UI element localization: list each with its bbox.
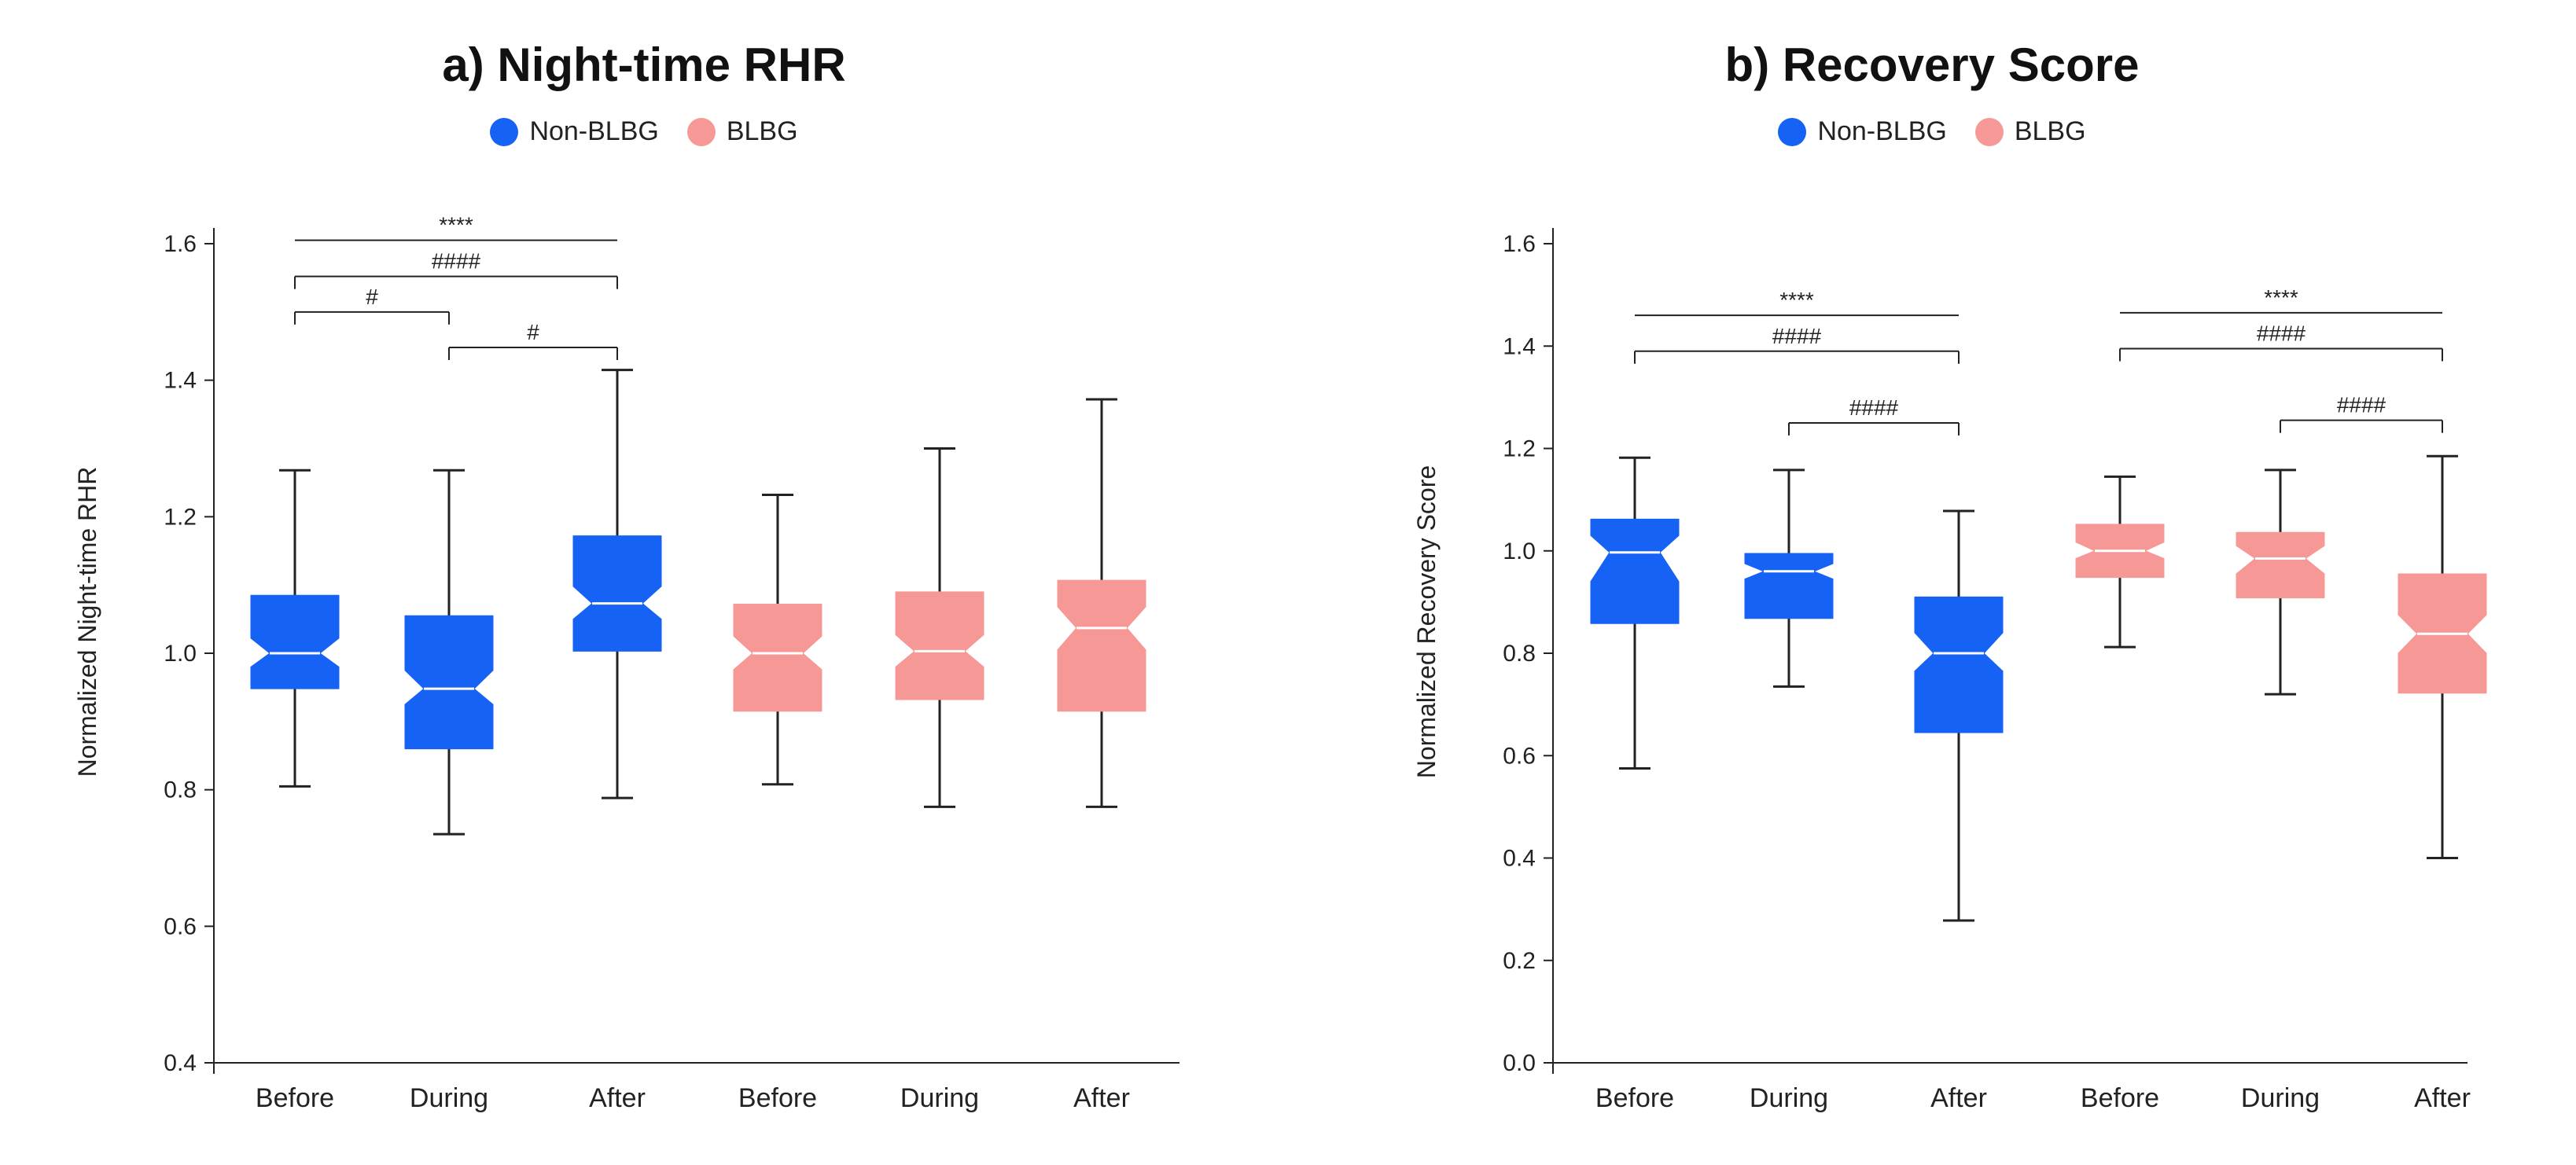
box-body	[1914, 596, 2004, 733]
significance-label: ####	[1849, 395, 1899, 420]
x-tick-label: After	[1930, 1083, 1987, 1113]
y-tick-label: 0.0	[1503, 1050, 1536, 1076]
box-body	[1744, 553, 1834, 619]
legend-label-non-blbg: Non-BLBG	[529, 116, 659, 146]
box-body	[1057, 579, 1146, 712]
box-non-blbg-before	[250, 469, 340, 788]
significance-bracket: ####	[1788, 395, 1960, 435]
y-tick-label: 1.0	[1503, 538, 1536, 564]
y-tick-label: 1.6	[164, 231, 197, 257]
significance-bracket: ****	[295, 213, 617, 241]
box-body	[733, 603, 822, 712]
x-tick-label: Before	[256, 1083, 334, 1113]
box-non-blbg-after	[572, 369, 662, 799]
significance-label: ####	[1772, 324, 1822, 348]
legend-label-blbg: BLBG	[726, 116, 798, 146]
legend: Non-BLBG BLBG	[0, 116, 1288, 147]
box-body	[2236, 531, 2325, 599]
y-tick-label: 0.4	[164, 1050, 197, 1076]
box-body	[572, 535, 662, 652]
x-tick-label: Before	[738, 1083, 817, 1113]
legend: Non-BLBG BLBG	[1288, 116, 2576, 147]
significance-bracket: ####	[2119, 322, 2443, 362]
y-tick-label: 0.8	[164, 777, 197, 803]
significance-bracket: ####	[294, 249, 618, 289]
significance-bracket: #	[294, 285, 450, 325]
significance-bracket: #	[448, 320, 618, 360]
box-body	[250, 594, 340, 689]
significance-label: ####	[2257, 322, 2306, 346]
legend-swatch-blbg	[1974, 117, 2004, 146]
legend-entry-non-blbg: Non-BLBG	[490, 116, 659, 147]
box-non-blbg-before	[1590, 456, 1680, 770]
y-tick-label: 1.4	[164, 368, 197, 394]
x-tick-label: During	[1750, 1083, 1828, 1113]
x-tick-label: Before	[1595, 1083, 1674, 1113]
significance-label: ####	[2337, 393, 2386, 417]
significance-bracket: ####	[1634, 324, 1960, 364]
y-tick-label: 0.6	[164, 913, 197, 939]
x-tick-label: After	[589, 1083, 646, 1113]
significance-label: ####	[432, 249, 481, 274]
box-non-blbg-during	[404, 469, 494, 836]
y-tick-label: 1.2	[164, 504, 197, 530]
box-blbg-during	[895, 447, 984, 808]
legend-swatch-non-blbg	[490, 117, 519, 146]
chart-title: a) Night-time RHR	[442, 39, 846, 91]
legend-entry-non-blbg: Non-BLBG	[1778, 116, 1947, 147]
box-blbg-during	[2236, 469, 2325, 696]
y-tick-label: 1.2	[1503, 436, 1536, 462]
x-tick-label: After	[2414, 1083, 2471, 1113]
x-tick-label: Before	[2081, 1083, 2159, 1113]
y-tick-label: 1.4	[1503, 333, 1536, 359]
y-tick-label: 0.6	[1503, 743, 1536, 769]
y-tick-label: 0.2	[1503, 948, 1536, 974]
box-non-blbg-after	[1914, 509, 2004, 922]
chart-title: b) Recovery Score	[1724, 39, 2140, 91]
legend-label-non-blbg: Non-BLBG	[1817, 116, 1947, 146]
box-body	[404, 615, 494, 750]
y-tick-label: 0.8	[1503, 641, 1536, 667]
x-tick-label: After	[1073, 1083, 1130, 1113]
x-tick-label: During	[410, 1083, 488, 1113]
significance-label: ****	[439, 213, 473, 237]
significance-bracket: ****	[2120, 285, 2442, 314]
legend-label-blbg: BLBG	[2014, 116, 2086, 146]
significance-bracket: ####	[2280, 393, 2443, 433]
box-blbg-after	[1057, 398, 1146, 808]
box-body	[1590, 518, 1680, 624]
box-blbg-after	[2398, 454, 2487, 859]
y-axis-label: Normalized Recovery Score	[1412, 465, 1441, 778]
significance-label: #	[366, 285, 378, 309]
box-blbg-before	[733, 494, 822, 786]
x-tick-label: During	[2241, 1083, 2320, 1113]
legend-entry-blbg: BLBG	[686, 116, 798, 147]
y-tick-label: 1.6	[1503, 231, 1536, 257]
y-axis-label: Normalized Night-time RHR	[73, 467, 101, 777]
x-tick-label: During	[900, 1083, 979, 1113]
significance-bracket: ****	[1635, 288, 1959, 317]
y-tick-label: 1.0	[164, 641, 197, 667]
box-body	[895, 591, 984, 700]
legend-entry-blbg: BLBG	[1974, 116, 2086, 147]
box-non-blbg-during	[1744, 469, 1834, 688]
legend-swatch-blbg	[686, 117, 716, 146]
legend-swatch-non-blbg	[1778, 117, 1807, 146]
box-blbg-before	[2075, 475, 2165, 649]
y-tick-label: 0.4	[1503, 846, 1536, 872]
significance-label: ****	[2264, 285, 2298, 310]
significance-label: #	[527, 320, 539, 344]
significance-label: ****	[1779, 288, 1814, 312]
